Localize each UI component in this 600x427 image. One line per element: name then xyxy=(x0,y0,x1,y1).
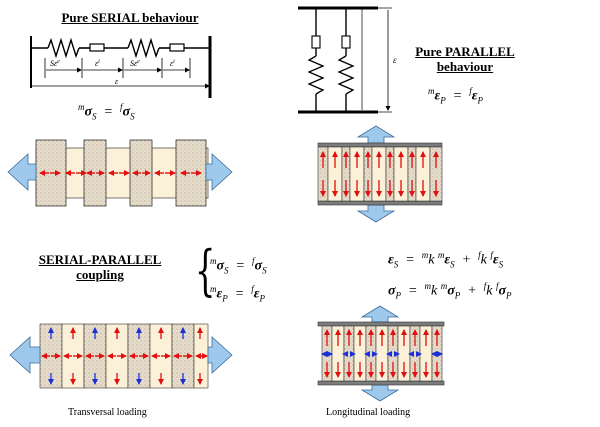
parallel-spring-schematic xyxy=(298,6,392,114)
svg-text:Sεe: Sεe xyxy=(50,59,60,68)
coupling-eq1: mσS = fσS xyxy=(210,256,267,276)
parallel-dim-label: ε xyxy=(393,55,397,65)
parallel-panel xyxy=(317,125,443,223)
parallel-title: Pure PARALLEL behaviour xyxy=(400,44,530,74)
svg-text:εi: εi xyxy=(95,59,100,68)
coupling-title-line2: coupling xyxy=(76,267,124,282)
caption-transversal: Transversal loading xyxy=(68,407,147,418)
mixing-eq1: εS = mk mεS + fk fεS xyxy=(388,250,504,270)
svg-text:Sεe: Sεe xyxy=(130,59,140,68)
coupling-brace: { xyxy=(194,239,216,302)
transversal-panel xyxy=(9,323,233,389)
longitudinal-panel xyxy=(317,305,445,402)
parallel-equation: mεP = fεP xyxy=(428,86,483,106)
coupling-title-line1: SERIAL-PARALLEL xyxy=(38,252,162,267)
coupling-title: SERIAL-PARALLEL coupling xyxy=(30,252,170,282)
parallel-title-line2: behaviour xyxy=(436,59,494,74)
serial-title: Pure SERIAL behaviour xyxy=(61,10,199,25)
mixing-eq2: σP = mk mσP + fk fσP xyxy=(388,281,512,301)
serial-panel xyxy=(7,139,233,207)
serial-equation: mσS = fσS xyxy=(78,102,135,122)
coupling-eq2: mεP = fεP xyxy=(210,284,265,304)
svg-text:ε: ε xyxy=(115,77,119,86)
caption-longitudinal: Longitudinal loading xyxy=(326,407,411,418)
serial-spring-schematic xyxy=(30,36,212,98)
parallel-title-line1: Pure PARALLEL xyxy=(415,44,515,59)
svg-text:εi: εi xyxy=(170,59,175,68)
serial-spring-labels: Sεe εi Sεe εi ε xyxy=(50,59,175,86)
